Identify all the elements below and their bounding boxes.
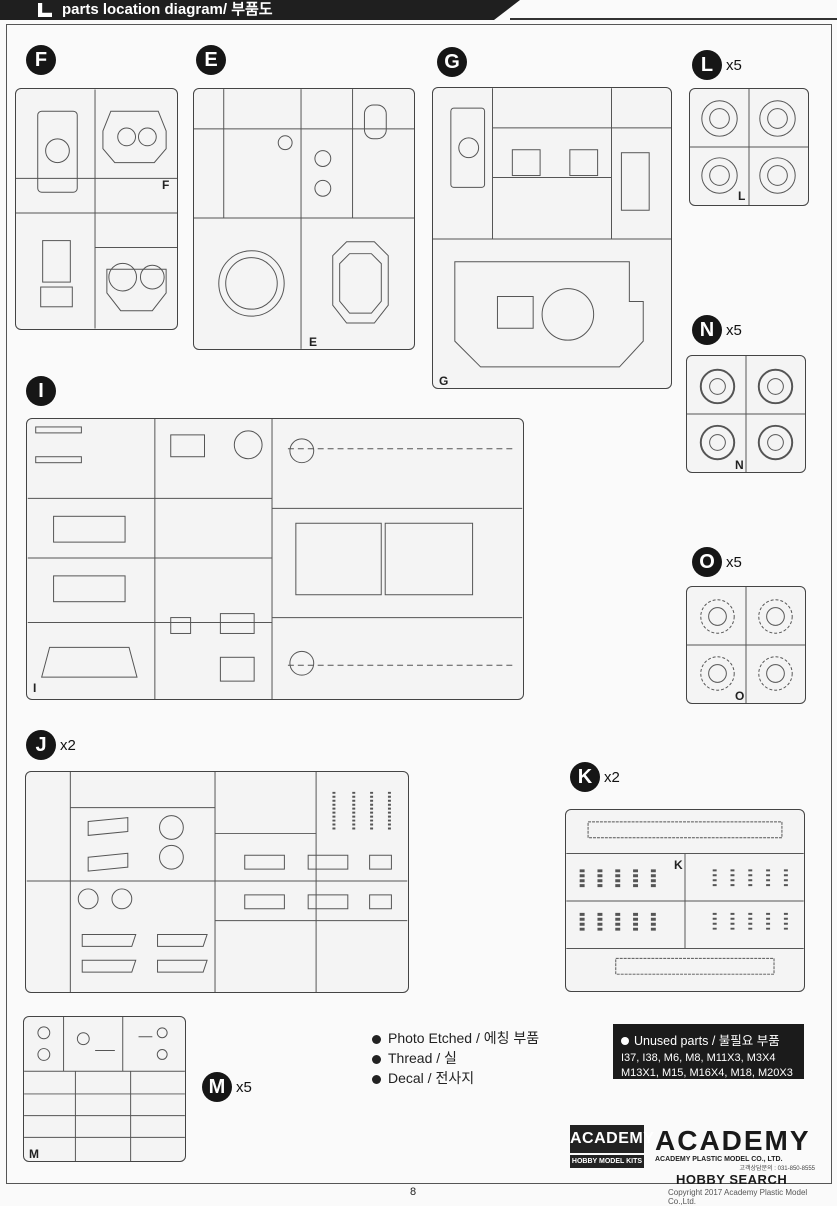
sprue-g-frame: G xyxy=(432,87,672,389)
sprue-o-drawing xyxy=(687,587,805,703)
sprue-n-badge: N xyxy=(692,315,722,345)
sprue-n-multiplier: x5 xyxy=(726,322,742,339)
sprue-i-frame: I xyxy=(26,418,524,700)
sprue-j-drawing xyxy=(26,772,408,992)
hobby-search-watermark: HOBBY SEARCH xyxy=(676,1172,788,1187)
unused-parts-line-2: M13X1, M15, M16X4, M18, M20X3 xyxy=(621,1067,793,1079)
page-header: parts location diagram/ 부품도 xyxy=(0,0,837,22)
sprue-k-drawing xyxy=(566,821,804,975)
unused-parts-title: Unused parts / 불필요 부품 xyxy=(634,1034,780,1048)
sprue-o-multiplier: x5 xyxy=(726,554,742,571)
sprue-m-drawing xyxy=(24,1017,185,1161)
bullet-icon xyxy=(621,1037,629,1045)
bullet-icon xyxy=(372,1054,381,1064)
academy-logo-subtitle: HOBBY MODEL KITS xyxy=(570,1155,644,1168)
legend-thread-label: Thread / 실 xyxy=(388,1050,457,1066)
unused-parts-line-1: I37, I38, M6, M8, M11X3, M3X4 xyxy=(621,1052,776,1064)
sprue-g-drawing xyxy=(433,88,671,368)
sprue-l-drawing xyxy=(690,89,808,205)
sprue-f-badge: F xyxy=(26,45,56,75)
copyright-text: Copyright 2017 Academy Plastic Model Co.… xyxy=(668,1188,808,1206)
sprue-o-frame: O xyxy=(686,586,806,704)
sprue-m-badge: M xyxy=(202,1072,232,1102)
sprue-l-corner-letter: L xyxy=(738,189,746,203)
unused-parts-box: Unused parts / 불필요 부품 I37, I38, M6, M8, … xyxy=(613,1024,804,1079)
sprue-o-corner-letter: O xyxy=(735,689,745,703)
legend-decal-label: Decal / 전사지 xyxy=(388,1070,475,1086)
sprue-m-multiplier: x5 xyxy=(236,1079,252,1096)
sprue-f-drawing xyxy=(16,89,177,329)
sprue-n-corner-letter: N xyxy=(735,458,744,472)
sprue-f-frame: F xyxy=(15,88,178,330)
legend: Photo Etched / 에칭 부품 Thread / 실 Decal / … xyxy=(372,1028,539,1088)
sprue-k-corner-letter: K xyxy=(674,858,683,872)
page-number: 8 xyxy=(410,1186,417,1198)
sprue-l-multiplier: x5 xyxy=(726,57,742,74)
sprue-l-frame: L xyxy=(689,88,809,206)
academy-brand: ACADEMY ACADEMY PLASTIC MODEL CO., LTD. … xyxy=(655,1125,816,1173)
sprue-o-badge: O xyxy=(692,547,722,577)
sprue-n-frame: N xyxy=(686,355,806,473)
sprue-j-multiplier: x2 xyxy=(60,737,76,754)
page-title: parts location diagram/ 부품도 xyxy=(62,1,273,18)
sprue-m-corner-letter: M xyxy=(29,1147,39,1161)
bullet-icon xyxy=(372,1074,381,1084)
header-bar xyxy=(0,0,520,20)
legend-decal: Decal / 전사지 xyxy=(372,1068,539,1088)
page-frame xyxy=(6,24,832,1184)
academy-phone: 고객상담문의 : 031-850-8555 xyxy=(739,1166,816,1172)
sprue-e-drawing xyxy=(194,89,414,349)
sprue-g-corner-letter: G xyxy=(439,374,449,388)
sprue-i-corner-letter: I xyxy=(33,681,37,695)
academy-logo-text: ACADEMY xyxy=(570,1125,654,1153)
sprue-k-multiplier: x2 xyxy=(604,769,620,786)
academy-company-name: ACADEMY PLASTIC MODEL CO., LTD. xyxy=(655,1156,783,1163)
sprue-k-badge: K xyxy=(570,762,600,792)
sprue-j-badge: J xyxy=(26,730,56,760)
sprue-g-badge: G xyxy=(437,47,467,77)
sprue-e-frame: E xyxy=(193,88,415,350)
sprue-i-drawing xyxy=(27,419,523,699)
sprue-n-drawing xyxy=(687,356,805,472)
sprue-l-badge: L xyxy=(692,50,722,80)
academy-brand-name: ACADEMY xyxy=(655,1125,811,1156)
academy-logo-box: ACADEMY HOBBY MODEL KITS xyxy=(570,1125,654,1170)
legend-photo-etched-label: Photo Etched / 에칭 부품 xyxy=(388,1030,540,1046)
sprue-e-badge: E xyxy=(196,45,226,75)
sprue-e-corner-letter: E xyxy=(309,335,318,349)
sprue-i-badge: I xyxy=(26,376,56,406)
legend-thread: Thread / 실 xyxy=(372,1048,539,1068)
sprue-m-frame: M xyxy=(23,1016,186,1162)
sprue-j-frame xyxy=(25,771,409,993)
header-rule xyxy=(510,18,837,20)
unused-parts-header: Unused parts / 불필요 부품 xyxy=(621,1030,796,1049)
sprue-f-corner-letter: F xyxy=(162,178,170,192)
sprue-k-frame: K xyxy=(565,809,805,992)
legend-photo-etched: Photo Etched / 에칭 부품 xyxy=(372,1028,539,1048)
bullet-icon xyxy=(372,1034,381,1044)
